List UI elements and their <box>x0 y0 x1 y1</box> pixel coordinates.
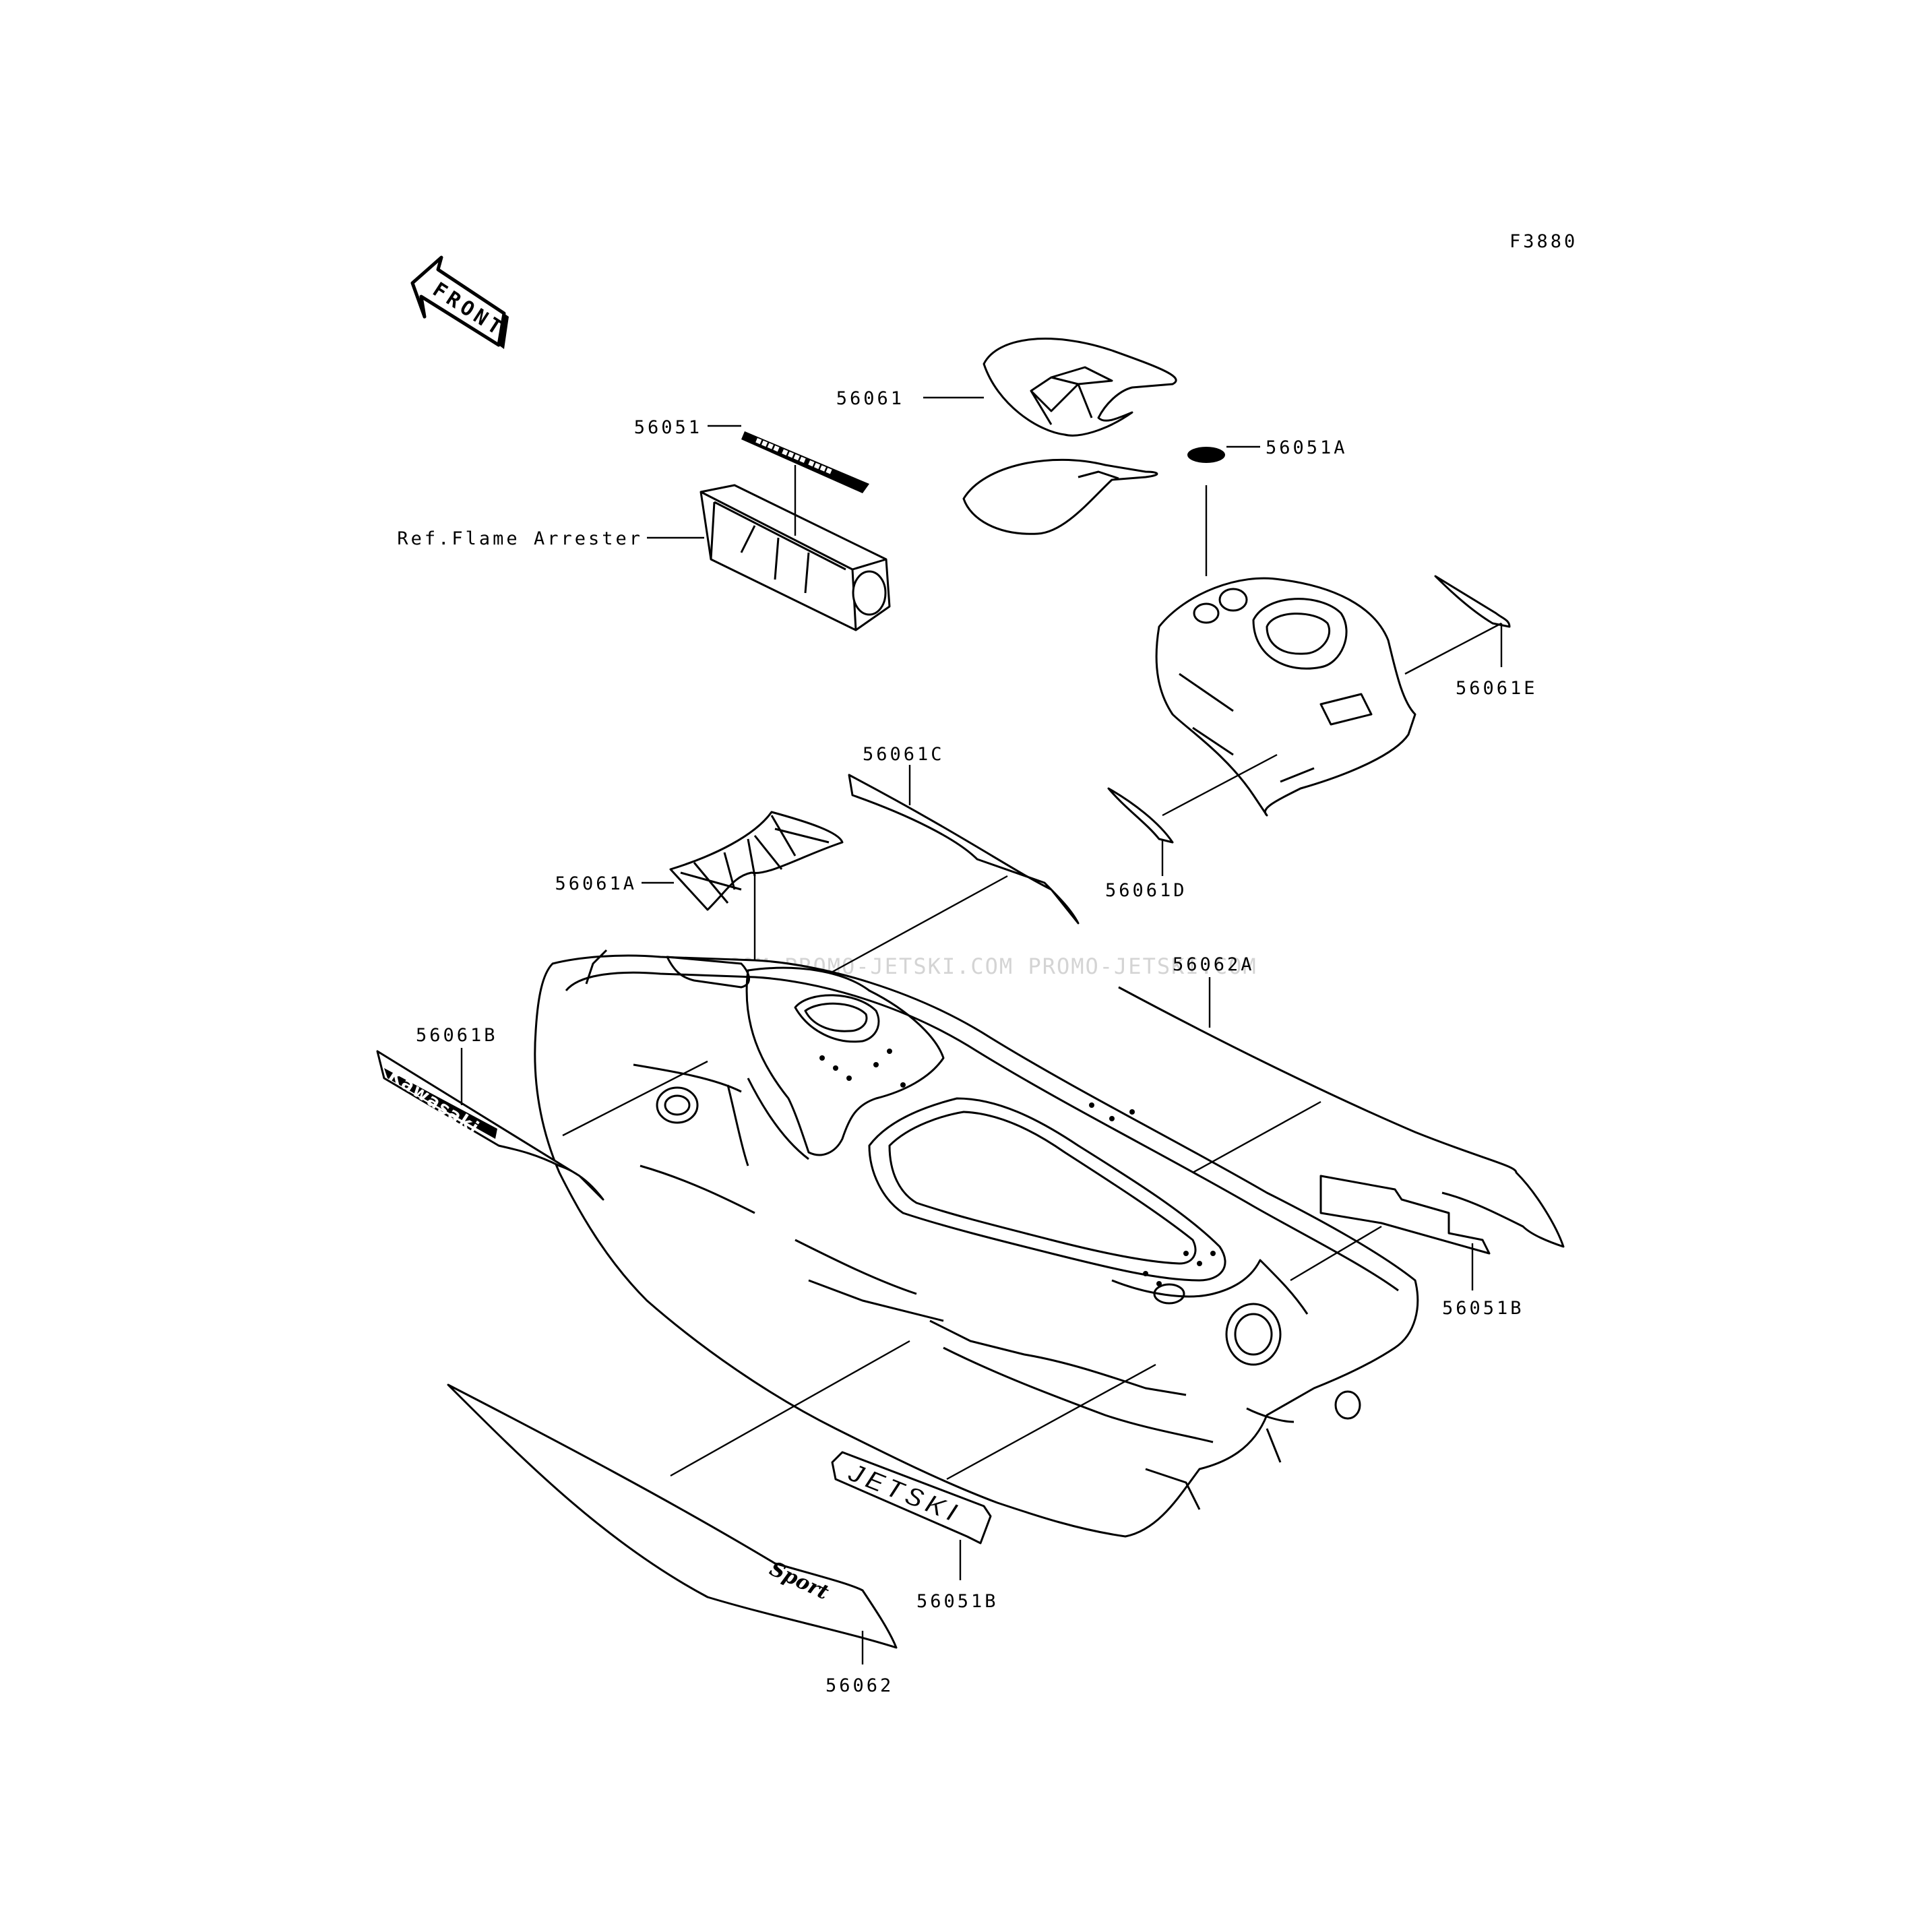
leader-jetski-to-hull <box>946 1363 1156 1481</box>
leader-56061E <box>1404 622 1502 675</box>
decal-56061A-part <box>669 811 844 911</box>
kawasaki-decal-text: Kawasaki <box>385 1065 483 1139</box>
svg-text:▪▪▪▪ ▪▪▪▪ ▪▪▪▪: ▪▪▪▪ ▪▪▪▪ ▪▪▪▪ <box>753 435 834 477</box>
leader-56061C-to-hull <box>828 875 1008 975</box>
label-56061E: 56061E <box>1456 678 1538 699</box>
decal-56061C-part <box>848 774 1080 925</box>
label-56051B-bottom: 56051B <box>916 1591 999 1612</box>
seat-cover-part <box>962 338 1177 535</box>
label-ref-flame-arrester: Ref.Flame Arrester <box>397 528 643 549</box>
label-56061: 56061 <box>836 388 904 409</box>
label-56061C: 56061C <box>863 744 945 765</box>
figure-code: F3880 <box>1509 231 1578 252</box>
label-56051B-right: 56051B <box>1442 1298 1524 1319</box>
label-56051A: 56051A <box>1266 437 1348 458</box>
decal-56051B-right-part <box>1319 1175 1491 1255</box>
leader-56051B-right <box>1290 1225 1382 1282</box>
sport-decal-text: Sport <box>766 1557 833 1605</box>
hull-part <box>534 949 1419 1538</box>
label-56061D: 56061D <box>1105 880 1187 901</box>
label-56061B: 56061B <box>416 1025 498 1046</box>
leader-56061B-to-hull <box>562 1060 708 1137</box>
leader-56061D <box>1162 753 1278 817</box>
label-56062A: 56062A <box>1173 954 1255 975</box>
badge-56051A-icon <box>1187 447 1225 463</box>
leader-56062A-to-hull <box>1192 1100 1321 1174</box>
label-56051: 56051 <box>634 417 702 438</box>
label-56061A: 56061A <box>555 873 637 894</box>
decal-56062A-part <box>1118 986 1565 1248</box>
decal-56061D-part <box>1107 787 1174 844</box>
hood-part <box>1155 577 1416 817</box>
decal-56061E-part <box>1434 575 1511 628</box>
front-arrow-icon: FRONT <box>410 255 509 349</box>
leader-56062-to-hull <box>670 1340 910 1477</box>
label-56062: 56062 <box>825 1675 894 1696</box>
